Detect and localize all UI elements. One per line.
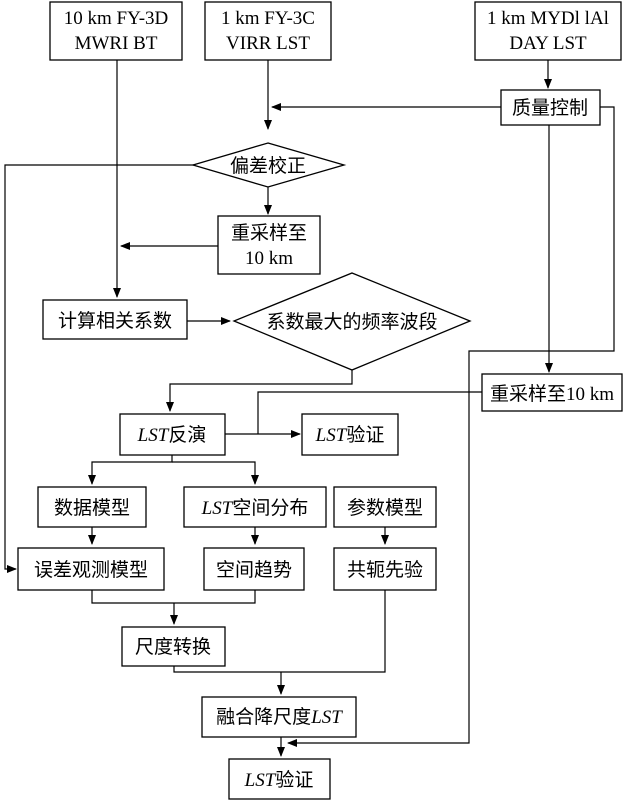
correlation-label: 计算相关系数 (58, 310, 172, 332)
lst-verification1-text: 验证 (346, 424, 384, 446)
max-band-diamond: 系数最大的频率波段 (232, 272, 472, 371)
fusion-downscaling-box: 融合降尺度LST (201, 696, 357, 738)
conjugate-prior-box: 共轭先验 (333, 547, 437, 591)
bias-correction-label: 偏差校正 (230, 155, 306, 177)
fusion-italic: LST (310, 707, 343, 728)
scale-conversion-label: 尺度转换 (135, 636, 211, 658)
fy3c-line2: VIRR LST (226, 33, 310, 54)
resample1-line1: 重采样至 (231, 222, 307, 244)
lst-verification2-label: LST验证 (244, 769, 314, 791)
spatial-trend-label: 空间趋势 (216, 559, 292, 581)
arrow-bias-to-error-model (4, 164, 199, 573)
correlation-coefficient-box: 计算相关系数 (42, 299, 188, 340)
myd-line2: DAY LST (509, 33, 587, 54)
arrow-quality-to-fusion-output (287, 106, 615, 747)
parameter-model-box: 参数模型 (333, 486, 437, 528)
parameter-model-label: 参数模型 (347, 497, 423, 519)
error-observation-model-box: 误差观测模型 (17, 547, 165, 591)
fusion-text: 融合降尺度 (216, 706, 311, 728)
arrow-lst-to-spatial (172, 461, 259, 485)
data-model-box: 数据模型 (37, 486, 147, 528)
error-observation-label: 误差观测模型 (34, 559, 148, 581)
lst-verification1-italic: LST (315, 425, 348, 446)
conjugate-prior-label: 共轭先验 (347, 559, 423, 581)
data-model-label: 数据模型 (54, 497, 130, 519)
fy3c-line1: 1 km FY-3C (221, 8, 315, 29)
quality-control-label: 质量控制 (512, 97, 588, 119)
lst-verification-box-2: LST验证 (228, 758, 331, 800)
lst-verification2-text: 验证 (275, 769, 313, 791)
input-fy3c-virr-lst: 1 km FY-3C VIRR LST (204, 1, 332, 61)
resample1-line2: 10 km (245, 248, 293, 269)
fy3d-line1: 10 km FY-3D (64, 8, 169, 29)
scale-conversion-box: 尺度转换 (121, 626, 226, 667)
lst-inversion-text: 反演 (168, 424, 206, 446)
lst-verification1-label: LST验证 (315, 424, 385, 446)
lst-verification2-italic: LST (244, 770, 277, 791)
arrow-lst-to-datamodel (88, 455, 173, 485)
lst-inversion-label: LST反演 (137, 424, 207, 446)
connectors (4, 60, 615, 757)
lst-verification-box-1: LST验证 (301, 413, 399, 456)
max-band-label: 系数最大的频率波段 (266, 311, 437, 333)
input-fy3d-mwri-bt: 10 km FY-3D MWRI BT (49, 1, 183, 61)
lst-inversion-box: LST反演 (119, 413, 226, 456)
resample-10km-box-1: 重采样至 10 km (217, 215, 321, 275)
bias-correction-diamond: 偏差校正 (190, 142, 347, 188)
input-myd-day-lst: 1 km MYDl lAl DAY LST (474, 1, 622, 61)
lst-spatial-italic: LST (201, 498, 234, 519)
line-error-trend-merge (91, 590, 256, 604)
quality-control-box: 质量控制 (500, 89, 601, 126)
fusion-downscaling-label: 融合降尺度LST (216, 706, 343, 728)
resample-10km-box-2: 重采样至10 km (481, 373, 623, 412)
lst-spatial-distribution-box: LST空间分布 (183, 486, 327, 528)
line-scale-conjugate-merge (173, 590, 386, 673)
resample2-label: 重采样至10 km (490, 383, 614, 405)
myd-line1: 1 km MYDl lAl (487, 8, 609, 29)
lst-spatial-text: 空间分布 (232, 497, 308, 519)
lst-spatial-label: LST空间分布 (201, 497, 309, 519)
arrow-maxband-to-lst-inversion (166, 370, 353, 412)
line-resample2-to-lst (257, 391, 482, 434)
lst-inversion-italic: LST (137, 425, 170, 446)
spatial-trend-box: 空间趋势 (203, 547, 305, 591)
fy3d-line2: MWRI BT (75, 33, 158, 54)
